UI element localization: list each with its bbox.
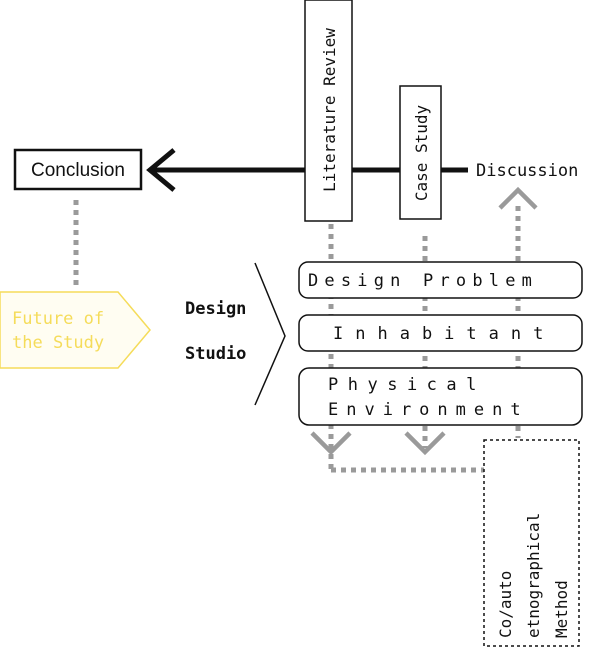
case-study-down-arrowhead [404, 431, 446, 456]
method-line-1: Co/auto [496, 571, 515, 638]
design-studio-bracket [254, 262, 286, 406]
environment-label: Environment [328, 400, 529, 420]
case-study-label: Case Study [412, 104, 431, 201]
design-problem-label: Design Problem [308, 271, 538, 291]
method-box: Co/auto etnographical Method [483, 439, 580, 647]
literature-review-label: Literature Review [320, 28, 339, 192]
physical-environment-box: Physical Environment [298, 367, 583, 426]
physical-label: Physical [328, 375, 486, 395]
literature-review-box: Literature Review [304, 0, 353, 222]
design-studio-line-2: Studio [185, 344, 246, 364]
discussion-up-arrowhead [498, 186, 538, 210]
method-line-3: Method [552, 580, 571, 638]
discussion-label: Discussion [476, 161, 578, 181]
case-study-box: Case Study [399, 85, 442, 220]
future-line-2: the Study [12, 333, 104, 353]
conclusion-arrowhead [146, 148, 176, 192]
design-studio-line-1: Design [185, 299, 246, 319]
conclusion-label: Conclusion [31, 160, 125, 181]
design-problem-box: Design Problem [298, 261, 583, 299]
inhabitant-box: Inhabitant [298, 314, 583, 352]
future-of-study-shape: Future of the Study [0, 291, 151, 369]
conclusion-box: Conclusion [13, 148, 143, 191]
future-line-1: Future of [12, 309, 104, 329]
literature-down-arrowhead [310, 431, 352, 456]
method-line-2: etnographical [524, 513, 543, 638]
inhabitant-label: Inhabitant [333, 324, 555, 344]
